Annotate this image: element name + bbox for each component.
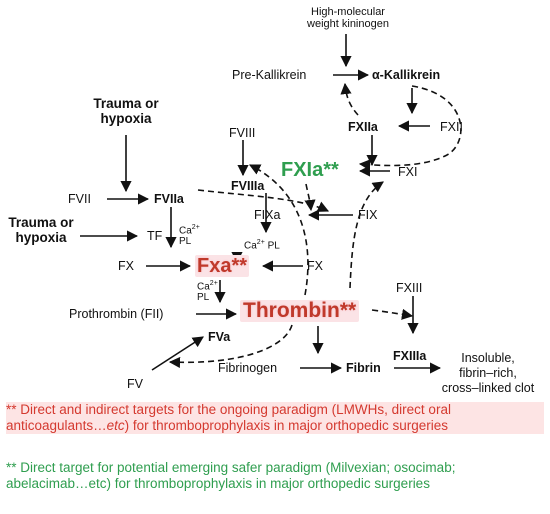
node-alpha-kallikrein: α-Kallikrein xyxy=(372,68,441,82)
arrow-fv-fva xyxy=(151,336,204,371)
node-fvii: FVII xyxy=(68,192,91,206)
node-fxia: FXIa** xyxy=(281,159,339,181)
footnote-red-line1: ** Direct and indirect targets for the o… xyxy=(6,402,544,418)
footnote-red-line2: anticoagulants…etc) for thromboprophylax… xyxy=(6,418,544,434)
node-fxi: FXI xyxy=(398,165,418,179)
node-fxiii: FXIII xyxy=(396,281,423,295)
node-fxa: Fxa** xyxy=(195,255,250,277)
dashed-thrombin-fxi xyxy=(349,181,384,289)
dashed-thrombin-fviii xyxy=(248,164,309,296)
node-prekallikrein: Pre-Kallikrein xyxy=(232,68,307,82)
dashed-thrombin-fxiiia xyxy=(371,308,414,320)
dashed-fxiia-kallikrein xyxy=(340,82,359,116)
node-prothrombin: Prothrombin (FII) xyxy=(69,307,164,321)
footnote-red: ** Direct and indirect targets for the o… xyxy=(6,402,544,434)
node-fviii: FVIII xyxy=(229,126,256,140)
node-fixa: FIXa xyxy=(254,208,281,222)
dashed-fxia-fixa xyxy=(304,183,316,212)
node-fx-right: FX xyxy=(307,259,323,273)
node-fxiiia: FXIIIa xyxy=(393,349,427,363)
dashed-thrombin-fv xyxy=(168,324,293,369)
node-fix: FIX xyxy=(358,208,378,222)
node-hmwk: High-molecular weight kininogen xyxy=(307,6,389,30)
node-fviiia: FVIIIa xyxy=(231,179,265,193)
node-fviia: FVIIa xyxy=(154,192,184,206)
node-fx-left: FX xyxy=(118,259,134,273)
node-fxii: FXII xyxy=(440,120,463,134)
node-trauma-hypoxia-1: Trauma or hypoxia xyxy=(93,96,159,126)
node-tf: TF xyxy=(147,229,163,243)
node-fv: FV xyxy=(127,377,143,391)
node-fibrin: Fibrin xyxy=(346,361,381,375)
dashed-kallikrein-fxii-loop xyxy=(358,85,462,171)
node-fva: FVa xyxy=(208,330,231,344)
node-fxiia: FXIIa xyxy=(348,120,378,134)
node-trauma-hypoxia-2: Trauma or hypoxia xyxy=(8,215,74,245)
node-fibrinogen: Fibrinogen xyxy=(218,361,278,375)
cofactor-ca-pl-1: Ca2+PL xyxy=(179,224,200,248)
node-clot: Insoluble, fibrin–rich, cross–linked clo… xyxy=(441,351,535,395)
cofactor-ca-pl-3: Ca2+PL xyxy=(197,280,218,304)
dashed-fviia-fixa xyxy=(197,189,330,212)
footnote-green-line2: abelacimab…etc) for thromboprophylaxis i… xyxy=(6,476,430,491)
cofactor-ca-pl-2: Ca2+ PL xyxy=(244,239,280,252)
footnote-green-line1: ** Direct target for potential emerging … xyxy=(6,460,456,475)
node-thrombin: Thrombin** xyxy=(240,300,360,322)
footnote-green: ** Direct target for potential emerging … xyxy=(6,460,544,492)
